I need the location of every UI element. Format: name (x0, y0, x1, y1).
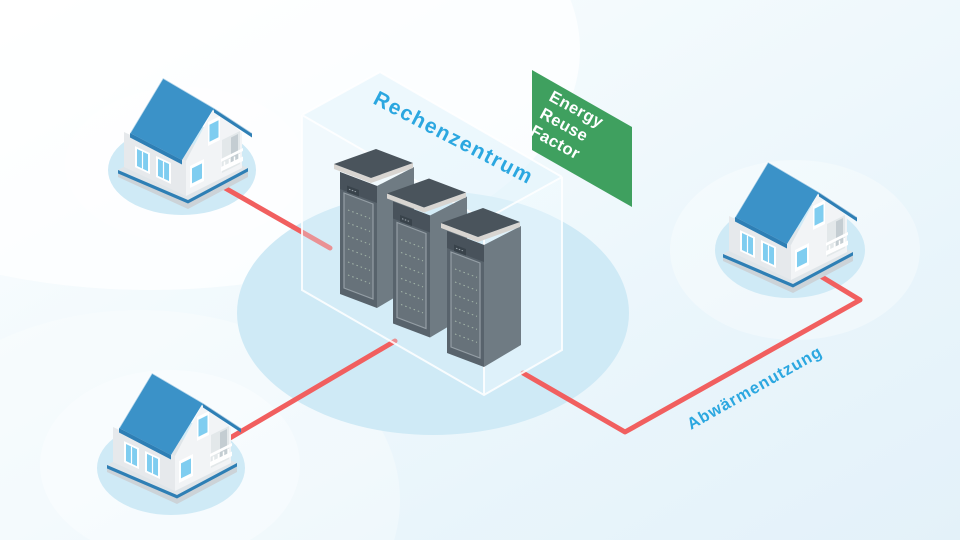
energy-reuse-factor-badge: Energy Reuse Factor (527, 70, 632, 207)
heat-pipe-house-bottom-left (215, 338, 398, 448)
heat-pipe-house-top-left (215, 181, 333, 251)
badge-panel (532, 70, 632, 207)
heat-pipe-house-right (520, 274, 863, 435)
cube-top-face (302, 72, 562, 220)
